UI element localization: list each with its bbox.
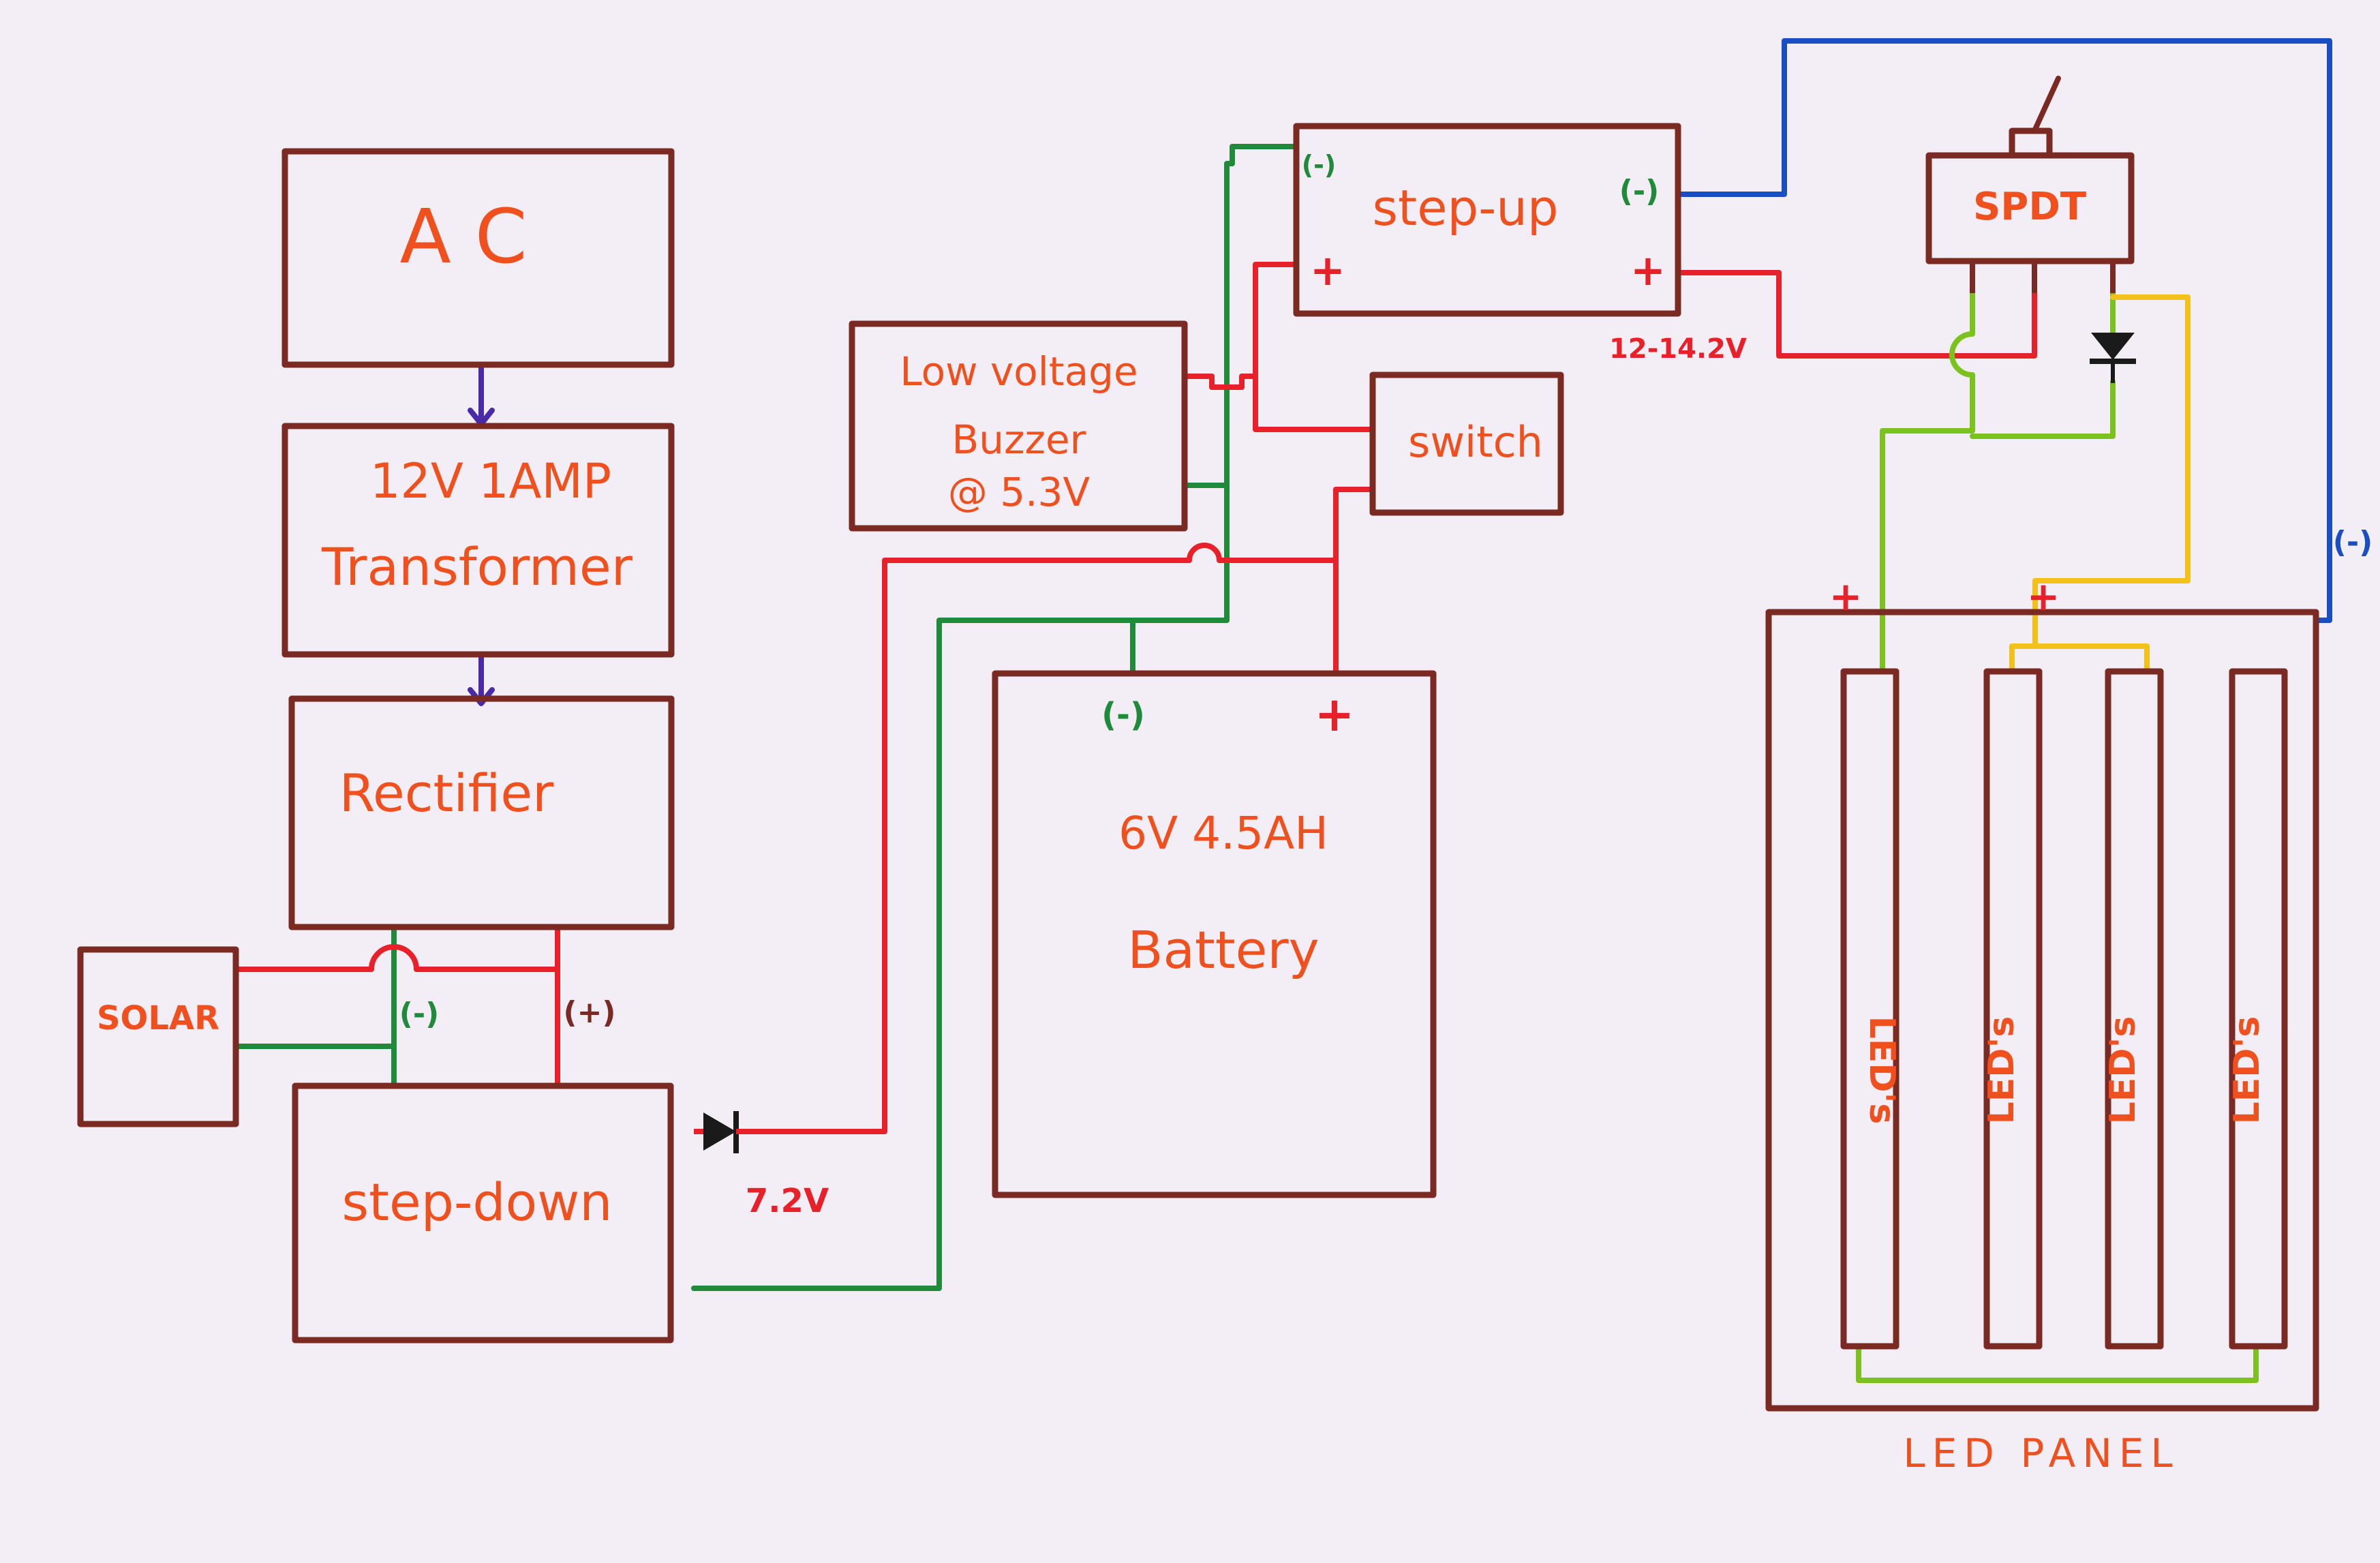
buzzer-label-2: Buzzer [952,416,1086,463]
stepup-in-negative-label: (-) [1302,150,1337,180]
led-strip-2-label: LED's [1981,1016,2022,1125]
rectifier-negative-label: (-) [399,997,439,1031]
stepup-positive-in-wire [1253,262,1298,379]
battery-label-1: 6V 4.5AH [1118,807,1328,860]
spdt-lever-base [2009,127,2053,159]
spdt-label: SPDT [1973,185,2086,229]
panel-negative-label: (-) [2333,525,2373,560]
led-strip-3 [2105,668,2164,1350]
battery-label-2: Battery [1127,920,1319,980]
diode-voltage-label: 7.2V [746,1182,829,1220]
stepdown-negative-wire [691,144,1298,1291]
buzzer-box [849,320,1188,532]
led-strip-1-label: LED's [1861,1016,1902,1125]
switch-to-battery-wire [1333,487,1374,563]
led-panel-label: LED PANEL [1903,1430,2179,1476]
solar-positive-wire [233,944,560,972]
stepup-positive-out-wire [1675,258,2037,359]
led-strip-4 [2229,668,2288,1350]
ac-label: A C [399,193,527,280]
buzzer-label-3: @ 5.3V [948,469,1090,515]
blue-negative-wire [1675,38,2332,623]
step-down-label: step-down [342,1172,613,1232]
led-strip-4-label: LED's [2227,1016,2268,1125]
battery-negative-label: (-) [1101,696,1145,734]
rectifier-positive-label: (+) [563,995,615,1030]
solar-box [77,946,239,1127]
buzzer-positive-wire [1182,374,1374,432]
arrow-transformer-rectifier [468,652,495,706]
stepup-out-negative-label: (-) [1619,174,1659,209]
transformer-label-1: 12V 1AMP [370,453,611,509]
switch-label: switch [1408,417,1543,467]
stepup-out-voltage-label: 12-14.2V [1609,333,1747,365]
ac-box [281,148,675,368]
rectifier-box [288,695,675,930]
spdt-diode-branch-wire [1970,379,2116,439]
yellow-wire [2032,294,2191,674]
led-strip-2 [1983,668,2043,1350]
led-panel-box [1765,609,2319,1412]
solar-label: SOLAR [97,999,219,1037]
led-strip-3-label: LED's [2103,1016,2143,1125]
rectifier-label: Rectifier [339,763,554,823]
spdt-lightgreen-wire [1880,258,1975,674]
panel-plus-2-label: + [2027,573,2060,620]
led-bottom-bus [1856,1344,2259,1383]
stepup-out-positive-label: + [1630,245,1666,295]
battery-box [992,670,1437,1198]
spdt-lever [2032,76,2061,134]
step-up-label: step-up [1372,179,1558,237]
panel-plus-1-label: + [1829,573,1863,620]
step-down-box [292,1082,674,1344]
step-up-box [1293,123,1681,317]
stepup-in-positive-label: + [1310,245,1345,295]
switch-box [1369,371,1564,516]
spdt-diode-icon [2090,333,2136,383]
arrow-ac-transformer [468,362,495,427]
buzzer-label-1: Low voltage [900,348,1138,395]
yellow-wire-left [2009,643,2038,674]
diode-to-battery-wire [747,543,1339,1134]
battery-positive-label: + [1315,686,1355,742]
transformer-box [281,423,675,658]
diode-icon [694,1111,750,1153]
led-strip-1 [1840,668,1900,1350]
transformer-label-2: Transformer [321,536,633,597]
